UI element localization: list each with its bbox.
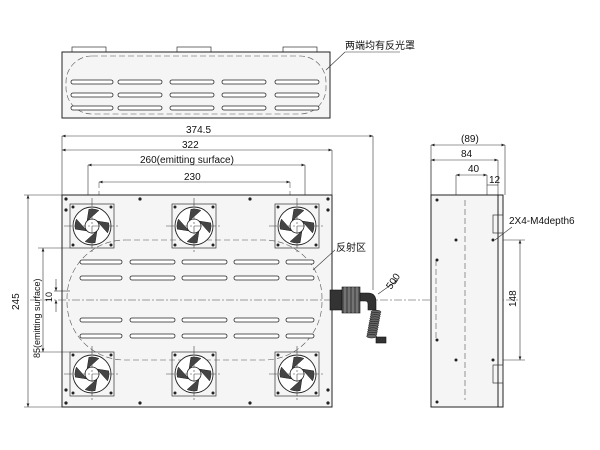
cable-end-plug bbox=[375, 336, 387, 344]
top-mount-bracket-right bbox=[282, 46, 318, 53]
vent-slot bbox=[285, 259, 315, 265]
vent-slot bbox=[117, 105, 163, 111]
vent-slot bbox=[221, 92, 267, 98]
side-view-bottom-bracket bbox=[492, 364, 504, 384]
vent-slot bbox=[274, 105, 320, 111]
cooling-fan bbox=[64, 198, 120, 254]
dim-emitting-width: 260(emitting surface) bbox=[140, 155, 234, 166]
mounting-hole bbox=[138, 197, 142, 201]
vent-slot bbox=[129, 275, 176, 281]
reflection-area-leader bbox=[312, 249, 336, 271]
side-view-top-bracket bbox=[492, 214, 504, 234]
cooling-fan bbox=[166, 198, 222, 254]
vent-slot bbox=[221, 105, 267, 111]
connector-elbow bbox=[359, 292, 377, 311]
mounting-hole bbox=[64, 401, 68, 405]
side-view-body bbox=[430, 194, 499, 408]
vent-slot bbox=[117, 92, 163, 98]
vent-slot bbox=[70, 79, 114, 85]
vent-slot bbox=[181, 317, 228, 323]
reflector-leader bbox=[325, 51, 346, 71]
vent-slot bbox=[129, 259, 176, 265]
vent-slot bbox=[70, 92, 114, 98]
vent-slot bbox=[285, 275, 315, 281]
dim-cable-length: 500 bbox=[384, 271, 403, 291]
top-view: 两端均有反光罩 bbox=[61, 39, 415, 119]
vent-slot bbox=[274, 79, 320, 85]
top-view-vent-slots bbox=[70, 79, 320, 111]
dim-inner-width: 230 bbox=[184, 172, 201, 183]
vent-slot bbox=[169, 92, 215, 98]
vent-slot bbox=[79, 333, 123, 339]
front-vertical-dimensions: 245 85(emitting surface) 10 bbox=[11, 194, 70, 408]
dim-side-depth: 84 bbox=[461, 149, 473, 160]
mounting-hole bbox=[326, 197, 330, 201]
top-mount-bracket-left bbox=[71, 46, 107, 53]
cooling-fan bbox=[166, 346, 222, 402]
mounting-hole bbox=[64, 388, 68, 392]
mounting-hole bbox=[248, 401, 252, 405]
dim-side-depth-total: (89) bbox=[461, 134, 479, 145]
side-view-front-plate bbox=[497, 194, 504, 408]
threaded-holes-label: 2X4-M4depth6 bbox=[509, 216, 575, 227]
vent-slot bbox=[285, 317, 315, 323]
dim-overall-height: 245 bbox=[11, 293, 22, 310]
connector-base bbox=[329, 289, 343, 311]
vent-slot bbox=[233, 259, 280, 265]
vent-slot bbox=[169, 105, 215, 111]
vent-slot bbox=[221, 79, 267, 85]
vent-slot bbox=[70, 105, 114, 111]
vent-slot bbox=[285, 333, 315, 339]
dim-emitting-height: 85(emitting surface) bbox=[32, 278, 42, 358]
vent-slot bbox=[181, 259, 228, 265]
top-view-reflector-outline bbox=[65, 55, 327, 115]
front-view-vent-slots bbox=[79, 259, 315, 339]
vent-slot bbox=[79, 275, 123, 281]
mounting-hole bbox=[326, 401, 330, 405]
reflection-area-label: 反射区 bbox=[336, 242, 366, 254]
dim-side-hole-offset: 40 bbox=[468, 164, 480, 175]
vent-slot bbox=[233, 317, 280, 323]
mounting-hole bbox=[326, 388, 330, 392]
mounting-hole bbox=[248, 197, 252, 201]
vent-slot bbox=[169, 79, 215, 85]
dim-side-hole-spacing: 148 bbox=[508, 290, 519, 307]
front-view-mounting-holes bbox=[64, 197, 330, 405]
cooling-fan bbox=[64, 346, 120, 402]
vent-slot bbox=[79, 317, 123, 323]
front-view: 反射区 bbox=[30, 194, 520, 408]
vent-slot bbox=[129, 333, 176, 339]
reflector-cover-label: 两端均有反光罩 bbox=[345, 39, 415, 52]
dim-center-offset: 10 bbox=[44, 292, 54, 302]
vent-slot bbox=[117, 79, 163, 85]
coiled-cable bbox=[366, 309, 382, 339]
dim-cable-length-line bbox=[377, 279, 399, 295]
top-mount-bracket-center bbox=[176, 46, 212, 53]
mounting-hole bbox=[326, 208, 330, 212]
side-view: (89) 84 40 12 2X4-M4depth6 148 bbox=[430, 134, 575, 408]
vent-slot bbox=[274, 92, 320, 98]
threaded-holes-leader bbox=[494, 226, 513, 241]
dim-plate-width: 322 bbox=[182, 140, 199, 151]
mounting-hole bbox=[64, 208, 68, 212]
vent-slot bbox=[181, 333, 228, 339]
mounting-hole bbox=[64, 197, 68, 201]
vent-slot bbox=[79, 259, 123, 265]
cooling-fan bbox=[269, 198, 325, 254]
connector-assembly: 500 bbox=[329, 271, 403, 344]
vent-slot bbox=[181, 275, 228, 281]
cooling-fan bbox=[269, 346, 325, 402]
vent-slot bbox=[233, 333, 280, 339]
mounting-hole bbox=[138, 401, 142, 405]
dim-side-edge-offset: 12 bbox=[489, 175, 501, 186]
dim-overall-width: 374.5 bbox=[186, 125, 211, 136]
vent-slot bbox=[129, 317, 176, 323]
front-view-fans bbox=[64, 198, 325, 402]
vent-slot bbox=[233, 275, 280, 281]
